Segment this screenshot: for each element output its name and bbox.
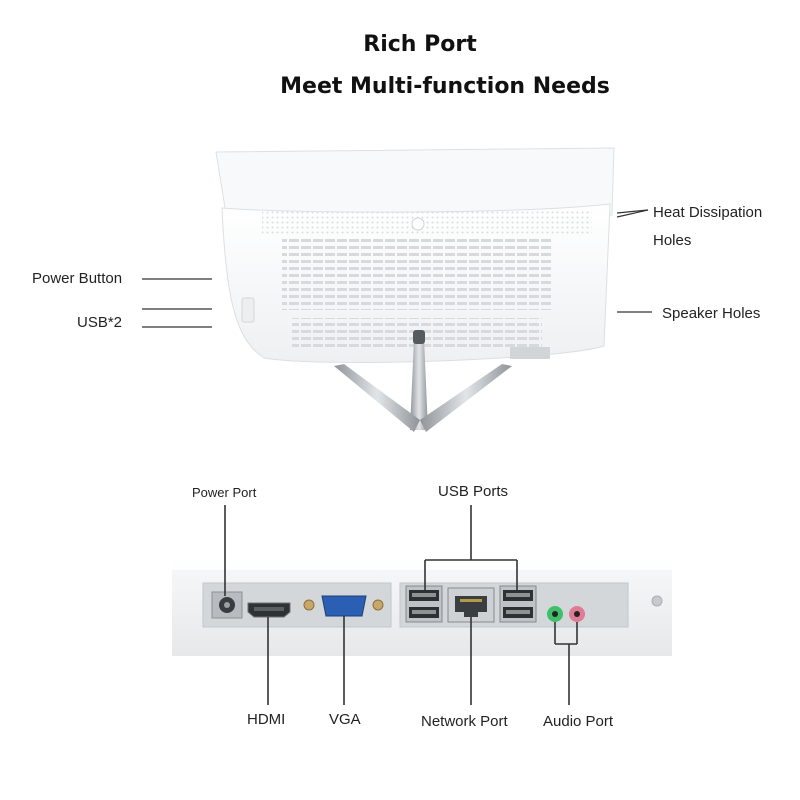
usb-port-stack-right <box>499 585 537 623</box>
vga-label: VGA <box>329 711 361 728</box>
heading-line1: Rich Port <box>363 32 477 57</box>
vga-port <box>303 595 384 617</box>
speaker-holes-label: Speaker Holes <box>662 305 761 322</box>
hdmi-label: HDMI <box>247 711 286 728</box>
monitor-back <box>215 147 615 363</box>
power-port-jack <box>211 591 243 619</box>
usb-port-stack-left <box>405 585 443 623</box>
port-panel <box>172 560 672 656</box>
audio-port-label: Audio Port <box>543 713 614 730</box>
audio-jacks <box>547 606 585 622</box>
heat-dissipation-label-line2: Holes <box>653 232 692 249</box>
port-leader-lines <box>224 505 578 705</box>
heat-dissipation-holes <box>262 210 592 234</box>
network-port-jack <box>447 587 495 623</box>
back-leader-lines <box>142 209 652 328</box>
network-port-label: Network Port <box>421 713 508 730</box>
hdmi-port <box>247 602 291 618</box>
usb-side-label: USB*2 <box>77 314 123 331</box>
monitor-stand <box>334 330 512 432</box>
heat-dissipation-label-line1: Heat Dissipation <box>653 204 763 221</box>
power-port-label: Power Port <box>192 485 257 500</box>
speaker-holes <box>282 238 552 310</box>
power-button-label: Power Button <box>32 270 123 287</box>
usb-ports-label: USB Ports <box>438 483 509 500</box>
heading-line2: Meet Multi-function Needs <box>280 74 610 99</box>
